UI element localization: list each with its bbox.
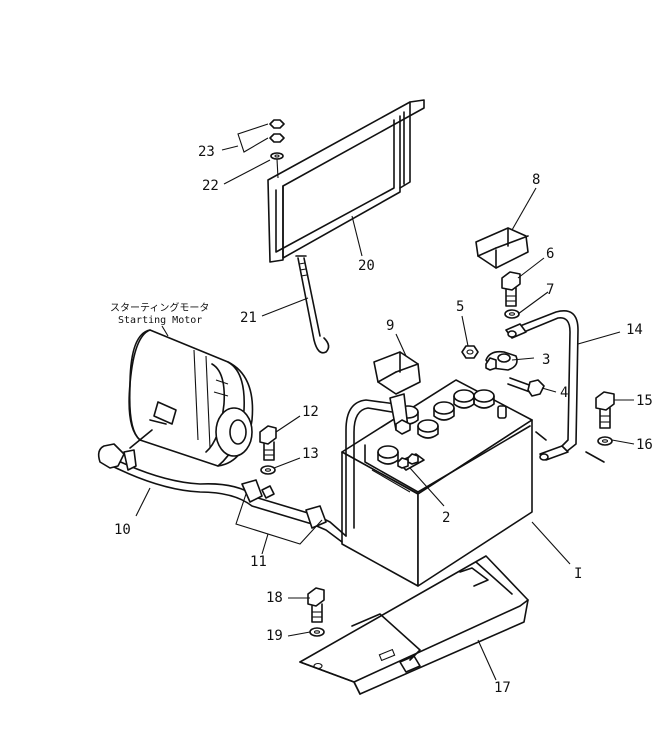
callout-20: 20 [358, 258, 375, 274]
callout-1: I [574, 566, 582, 582]
callout-9: 9 [386, 318, 394, 334]
battery-tray [299, 555, 529, 695]
callout-17: 17 [494, 680, 511, 696]
callout-16: 16 [636, 437, 653, 453]
callout-12: 12 [302, 404, 319, 420]
motor-cable [97, 429, 347, 543]
callout-5: 5 [456, 299, 464, 315]
nut-5 [461, 345, 479, 359]
bolt-18 [307, 587, 325, 637]
callout-11: 11 [250, 554, 267, 570]
j-bolt [295, 255, 330, 354]
callout-6: 6 [546, 246, 554, 262]
frame-nuts [269, 119, 285, 179]
callout-15: 15 [636, 393, 653, 409]
callout-10: 10 [114, 522, 131, 538]
terminal-cover-9 [373, 351, 421, 395]
battery-cable-14 [505, 310, 605, 463]
starting-motor [128, 329, 254, 467]
battery-hold-down-frame [267, 99, 425, 263]
callout-23: 23 [198, 144, 215, 160]
callout-13: 13 [302, 446, 319, 462]
callout-2: 2 [442, 510, 450, 526]
callout-3: 3 [542, 352, 550, 368]
battery-terminal-clamp [397, 453, 425, 471]
leader-lines [135, 123, 635, 681]
bolt-15 [595, 391, 615, 446]
callout-7: 7 [546, 282, 554, 298]
callout-8: 8 [532, 172, 540, 188]
bolt-6 [501, 271, 521, 319]
battery-cable-up [345, 393, 411, 537]
callout-22: 22 [202, 178, 219, 194]
bolt-12 [259, 425, 277, 475]
callout-14: 14 [626, 322, 643, 338]
callout-21: 21 [240, 310, 257, 326]
motor-label-english: Starting Motor [118, 315, 202, 326]
callout-labels: I 2 3 4 5 6 7 8 9 10 11 12 13 14 15 16 1… [114, 144, 653, 696]
terminal-cover-8 [475, 227, 529, 269]
callout-18: 18 [266, 590, 283, 606]
motor-label-japanese: スターティングモータ [110, 301, 209, 314]
callout-19: 19 [266, 628, 283, 644]
battery [341, 379, 533, 587]
terminal-clamp-3 [485, 350, 518, 371]
callout-4: 4 [560, 385, 568, 401]
bolt-4 [507, 377, 545, 397]
